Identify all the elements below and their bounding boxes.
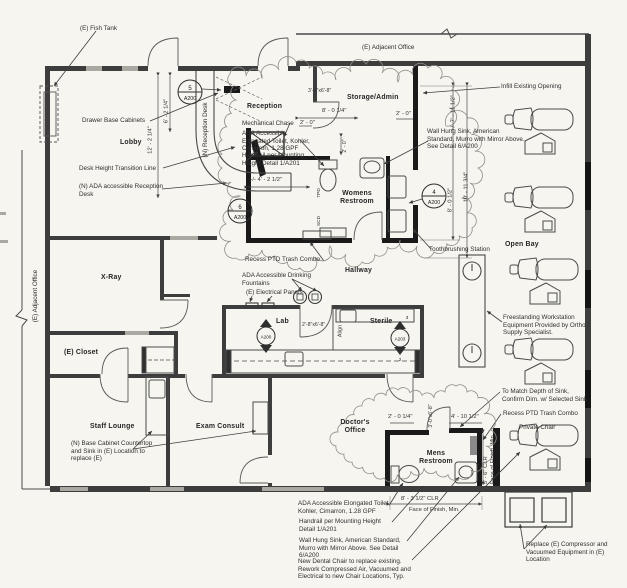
marker-sheet: A200 (428, 200, 440, 206)
reception-desk (195, 71, 292, 192)
door-swing (99, 373, 129, 403)
revision-cloud (217, 56, 486, 273)
elevation-arrow-down (260, 345, 272, 353)
right-wall-windows (585, 162, 591, 482)
door-swing (101, 347, 129, 375)
door-swings (99, 37, 451, 484)
sink-icon (387, 175, 407, 199)
new-wall-infill-pier (224, 86, 240, 93)
round-sink-icon (462, 261, 482, 281)
sink-icon (359, 157, 385, 179)
casework (141, 308, 421, 436)
scan-artifact (0, 240, 8, 243)
marker-sheet: A200 (184, 96, 196, 102)
recess-ptd-trash (302, 230, 332, 240)
elevation-arrow-up (394, 321, 406, 329)
dental-chair (504, 337, 574, 385)
wall-recess-unit (470, 436, 477, 455)
fish-tank (39, 85, 59, 143)
exterior-walls (15, 28, 591, 492)
door-swing (312, 101, 340, 129)
dimension-lines (156, 72, 485, 510)
door-swing (159, 299, 189, 329)
toothbrushing-station (458, 254, 486, 368)
sink-icon (148, 379, 166, 399)
toilet-icon (319, 168, 337, 192)
wall-break-symbol (15, 309, 28, 327)
extension-lines (389, 85, 483, 510)
bench (319, 227, 347, 238)
womens-restroom-fixtures (302, 157, 407, 240)
new-walls (224, 66, 500, 486)
electrical-panel (245, 302, 259, 309)
marker-number: 5 (188, 86, 192, 92)
drinking-fountain-icon (307, 289, 323, 305)
wall-break-symbol (440, 28, 458, 39)
revision-cloud (329, 384, 497, 483)
elevation-view-number: 2 (399, 357, 402, 362)
dental-chair (504, 107, 574, 155)
staff-lounge-counter (145, 376, 169, 436)
lab-counter (225, 349, 421, 374)
detail-marker-5: 5 A200 (177, 79, 203, 105)
round-sink-icon (462, 343, 482, 363)
drinking-fountain-icon (292, 289, 308, 305)
door-swing (386, 373, 414, 403)
marker-sheet: A200 (261, 335, 272, 340)
vacuum-unit (541, 497, 567, 523)
interior-walls-existing (45, 66, 424, 487)
dental-chairs (504, 107, 579, 471)
marker-number: 6 (238, 205, 242, 211)
wall-hatches (0, 66, 324, 491)
door-swing (239, 456, 269, 484)
sterile-counter (335, 308, 415, 323)
marker-number: 4 (432, 190, 436, 196)
sink-icon (387, 209, 407, 233)
door-swing (147, 37, 179, 67)
sink-icon (284, 351, 304, 367)
elevation-view-number: 3 (406, 315, 409, 320)
scan-artifact (0, 212, 6, 215)
compressor-room (504, 491, 573, 528)
dental-chair (504, 185, 574, 233)
sink-icon (339, 309, 357, 323)
detail-marker-6: 6 A200 (227, 198, 253, 224)
compressor-unit (509, 497, 535, 523)
dental-chair (509, 257, 579, 305)
exam-counter (252, 401, 269, 435)
door-swing (426, 406, 451, 431)
door-swing (353, 211, 383, 241)
electrical-panel (261, 302, 275, 309)
new-door-leaf (251, 139, 266, 177)
mens-restroom-fixtures (390, 436, 478, 484)
toilet-icon (398, 465, 420, 483)
elevation-marker-sterile: A203 3 2 (390, 315, 410, 362)
detail-marker-4: 4 A200 (421, 183, 447, 209)
private-dental-chair (509, 423, 579, 471)
toilet-tank (318, 159, 338, 170)
elevation-arrow-up (260, 319, 272, 327)
door-swing (299, 304, 333, 338)
door-swing (257, 37, 289, 67)
elevation-arrow-down (394, 347, 406, 355)
sink-icon (454, 461, 478, 484)
elevation-marker-lab: A200 (256, 319, 276, 353)
marker-sheet: A200 (234, 215, 246, 221)
desk-construction-lines (215, 76, 263, 123)
door-swing (185, 373, 213, 403)
leader-lines (53, 30, 548, 561)
marker-sheet: A203 (395, 337, 406, 342)
